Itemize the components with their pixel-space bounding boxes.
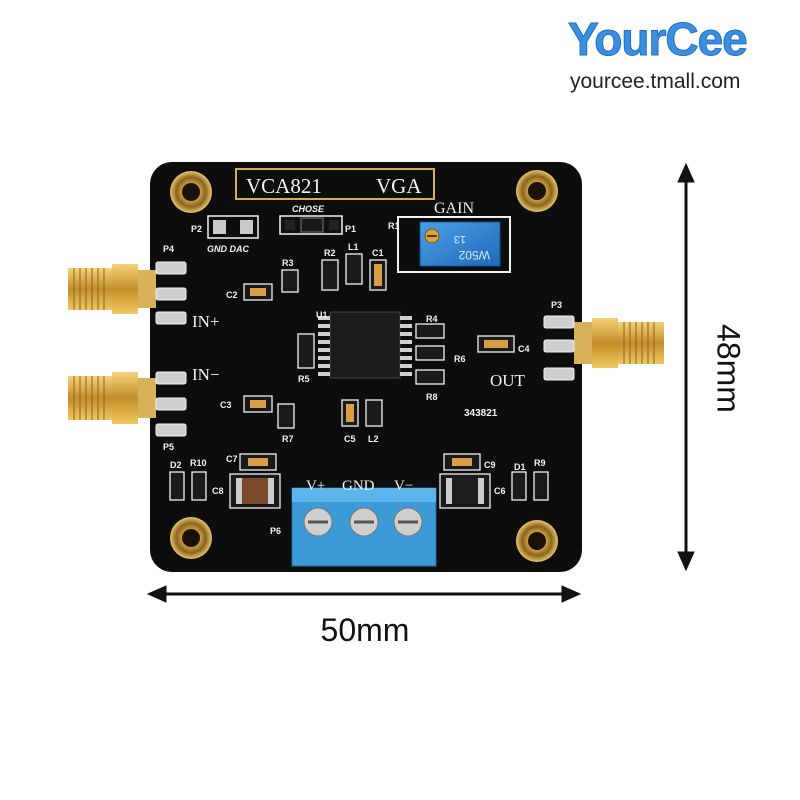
label-r6: R6 (454, 354, 466, 364)
label-r5: R5 (298, 374, 310, 384)
label-r1: R1 (388, 221, 400, 231)
jumper-options-label: GND DAC (207, 244, 249, 254)
label-c5: C5 (344, 434, 356, 444)
width-dimension-label: 50mm (320, 612, 410, 648)
label-c6: C6 (494, 486, 506, 496)
power-v-minus-label: V− (394, 478, 413, 494)
sma-connector-in-plus[interactable] (68, 264, 156, 314)
label-r3: R3 (282, 258, 294, 268)
pot-sub: 13 (454, 233, 466, 245)
input-plus-label: IN+ (192, 312, 220, 331)
label-c7: C7 (226, 454, 238, 464)
label-p2: P2 (191, 224, 202, 234)
label-r10: R10 (190, 458, 207, 468)
gain-label: GAIN (434, 200, 474, 217)
mounting-hole-bottom-right (516, 520, 558, 562)
label-c4: C4 (518, 344, 530, 354)
label-d2: D2 (170, 460, 182, 470)
label-r4: R4 (426, 314, 438, 324)
pot-frame (397, 216, 511, 273)
label-r8: R8 (426, 392, 438, 402)
label-r9: R9 (534, 458, 546, 468)
label-c8: C8 (212, 486, 224, 496)
vca821-chip (318, 311, 412, 379)
label-c2: C2 (226, 290, 238, 300)
width-dimension-arrow (146, 585, 582, 603)
pot-code: W502 (458, 248, 490, 262)
brand-url: yourcee.tmall.com (570, 70, 741, 93)
brand-logo: YourCee (568, 13, 749, 65)
capacitor-bodies (236, 264, 508, 504)
chose-label: CHOSE (292, 204, 325, 214)
mounting-hole-bottom-left (170, 517, 212, 559)
output-label: OUT (490, 371, 526, 390)
label-p4: P4 (163, 244, 174, 254)
mounting-hole-top-left (170, 171, 212, 213)
sma-connector-out[interactable] (574, 318, 664, 368)
mounting-hole-top-right (516, 170, 558, 212)
serial-number: 343821 (464, 408, 498, 419)
label-p6: P6 (270, 526, 281, 536)
title-frame (235, 168, 435, 200)
label-p5: P5 (163, 442, 174, 452)
label-p3: P3 (551, 300, 562, 310)
label-l1: L1 (348, 242, 359, 252)
label-p1: P1 (345, 224, 356, 234)
power-terminal-block[interactable] (291, 487, 437, 567)
label-c3: C3 (220, 400, 232, 410)
height-dimension-label: 48mm (710, 324, 747, 413)
label-c1: C1 (372, 248, 384, 258)
label-u1: U1 (316, 310, 328, 320)
input-minus-label: IN− (192, 365, 220, 384)
sma-connector-in-minus[interactable] (68, 372, 156, 424)
power-v-plus-label: V+ (306, 478, 325, 494)
label-r7: R7 (282, 434, 294, 444)
board-title-right: VGA (376, 174, 422, 198)
board-title-left: VCA821 (246, 174, 322, 198)
label-l2: L2 (368, 434, 379, 444)
label-r2: R2 (324, 248, 336, 258)
power-gnd-label: GND (342, 478, 375, 494)
label-c9: C9 (484, 460, 496, 470)
height-dimension-arrow (677, 162, 695, 572)
label-d1: D1 (514, 462, 526, 472)
